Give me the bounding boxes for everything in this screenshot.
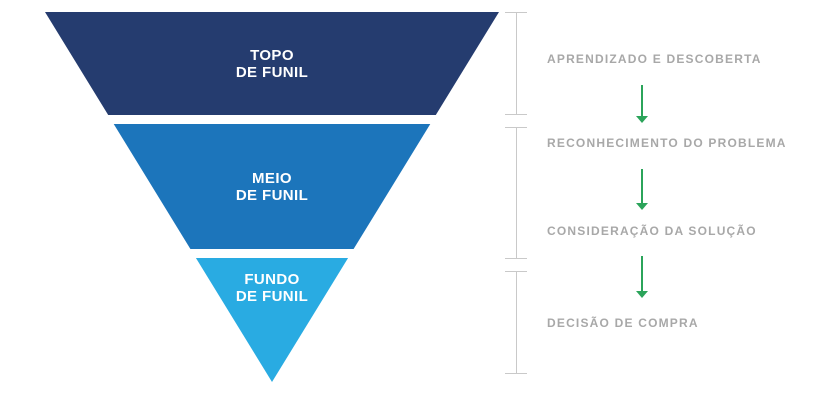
down-arrow-icon	[636, 85, 648, 123]
funnel-stage-meio: MEIO DE FUNIL	[45, 124, 499, 249]
funnel-stage-meio-label: MEIO DE FUNIL	[236, 170, 308, 204]
stage-bracket-meio	[505, 127, 527, 259]
arrow-shaft	[641, 169, 643, 203]
stage-bracket-fundo	[505, 271, 527, 374]
arrow-head	[636, 203, 648, 210]
journey-step-label-reconhecimento: RECONHECIMENTO DO PROBLEMA	[547, 136, 787, 150]
funnel-stage-topo: TOPO DE FUNIL	[45, 12, 499, 115]
stage-label-line1: FUNDO	[244, 271, 300, 288]
stage-label-line1: TOPO	[250, 46, 294, 64]
stage-label-line2: DE FUNIL	[235, 288, 309, 305]
down-arrow-icon	[636, 256, 648, 298]
funnel-stage-topo-label: TOPO DE FUNIL	[236, 47, 308, 81]
arrow-head	[636, 116, 648, 123]
journey-step-label-aprendizado: APRENDIZADO E DESCOBERTA	[547, 52, 762, 66]
stage-bracket-topo	[505, 12, 527, 115]
down-arrow-icon	[636, 169, 648, 210]
journey-step-label-decisao: DECISÃO DE COMPRA	[547, 316, 699, 330]
journey-step-label-consideracao: CONSIDERAÇÃO DA SOLUÇÃO	[547, 224, 757, 238]
arrow-head	[636, 291, 648, 298]
funnel-stage-fundo-label: FUNDO DE FUNIL	[236, 271, 308, 305]
funnel: TOPO DE FUNIL MEIO DE FUNIL FUNDO DE FUN…	[45, 12, 499, 382]
arrow-shaft	[641, 256, 643, 291]
arrow-shaft	[641, 85, 643, 116]
funnel-stage-fundo: FUNDO DE FUNIL	[45, 258, 499, 382]
stage-label-line2: DE FUNIL	[235, 63, 309, 81]
stage-label-line2: DE FUNIL	[235, 186, 309, 204]
stage-label-line1: MEIO	[252, 169, 292, 187]
